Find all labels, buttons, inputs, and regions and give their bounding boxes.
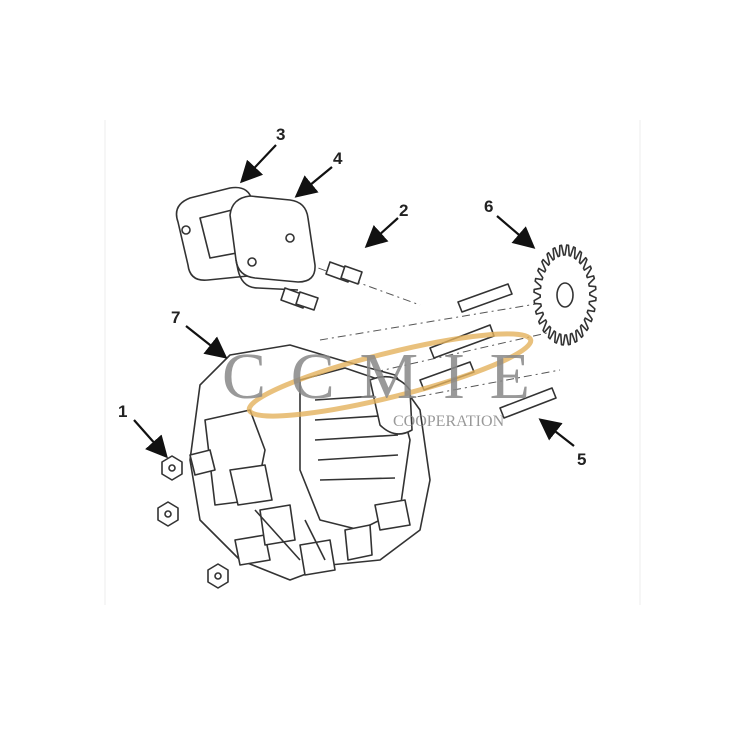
frame-lines [104, 120, 641, 605]
watermark-subtitle: COOPERATION [393, 413, 505, 430]
cover-plate-part-4 [229, 195, 316, 291]
callout-7: 7 [171, 308, 180, 327]
gear-hub [556, 282, 574, 308]
callout-arrows [133, 144, 575, 459]
callout-3: 3 [276, 125, 285, 144]
dowel-pins-part-5 [419, 283, 557, 419]
arrow-1 [133, 419, 168, 459]
arrow-5 [538, 418, 575, 447]
callout-5: 5 [577, 450, 586, 469]
arrow-7 [185, 325, 228, 359]
bolt-part-2 [280, 261, 363, 311]
gear-part-6 [533, 244, 597, 346]
callout-2: 2 [399, 201, 408, 220]
callout-1: 1 [118, 402, 127, 421]
gear-teeth [533, 244, 597, 346]
callout-4: 4 [333, 149, 343, 168]
arrow-6 [496, 215, 536, 249]
arrow-4 [294, 166, 333, 198]
watermark-swoosh [246, 331, 534, 419]
nuts-part-1 [157, 455, 229, 589]
callout-6: 6 [484, 197, 493, 216]
arrow-3 [239, 144, 277, 184]
arrow-2 [364, 217, 399, 248]
